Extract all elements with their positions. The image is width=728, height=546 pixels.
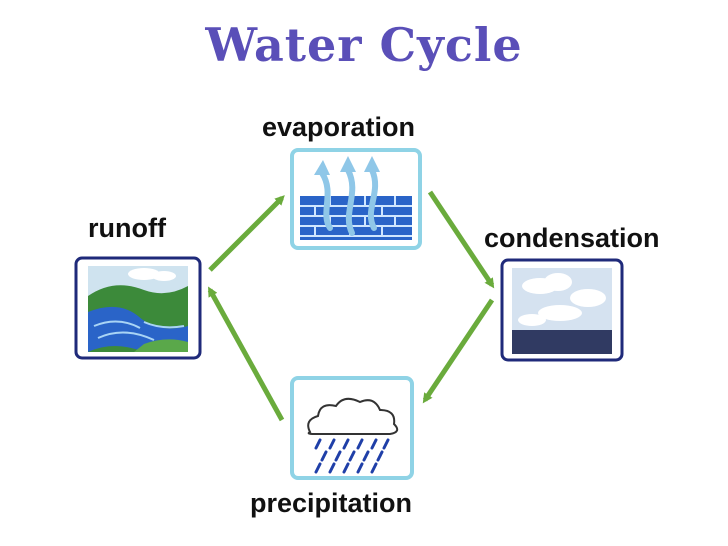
precipitation-icon [290,376,414,480]
label-runoff: runoff [88,213,166,243]
arrow-evaporation-to-condensation [427,190,495,289]
evaporation-icon [290,148,422,250]
runoff-icon [74,256,202,360]
label-evaporation: evaporation [262,112,416,142]
arrow-precipitation-to-runoff [207,286,285,422]
label-condensation: condensation [484,223,660,253]
arrow-condensation-to-precipitation [422,298,495,404]
arrow-runoff-to-evaporation [208,195,285,272]
condensation-icon [500,258,624,362]
diagram-title: Water Cycle [205,18,523,72]
label-precipitation: precipitation [250,488,413,518]
